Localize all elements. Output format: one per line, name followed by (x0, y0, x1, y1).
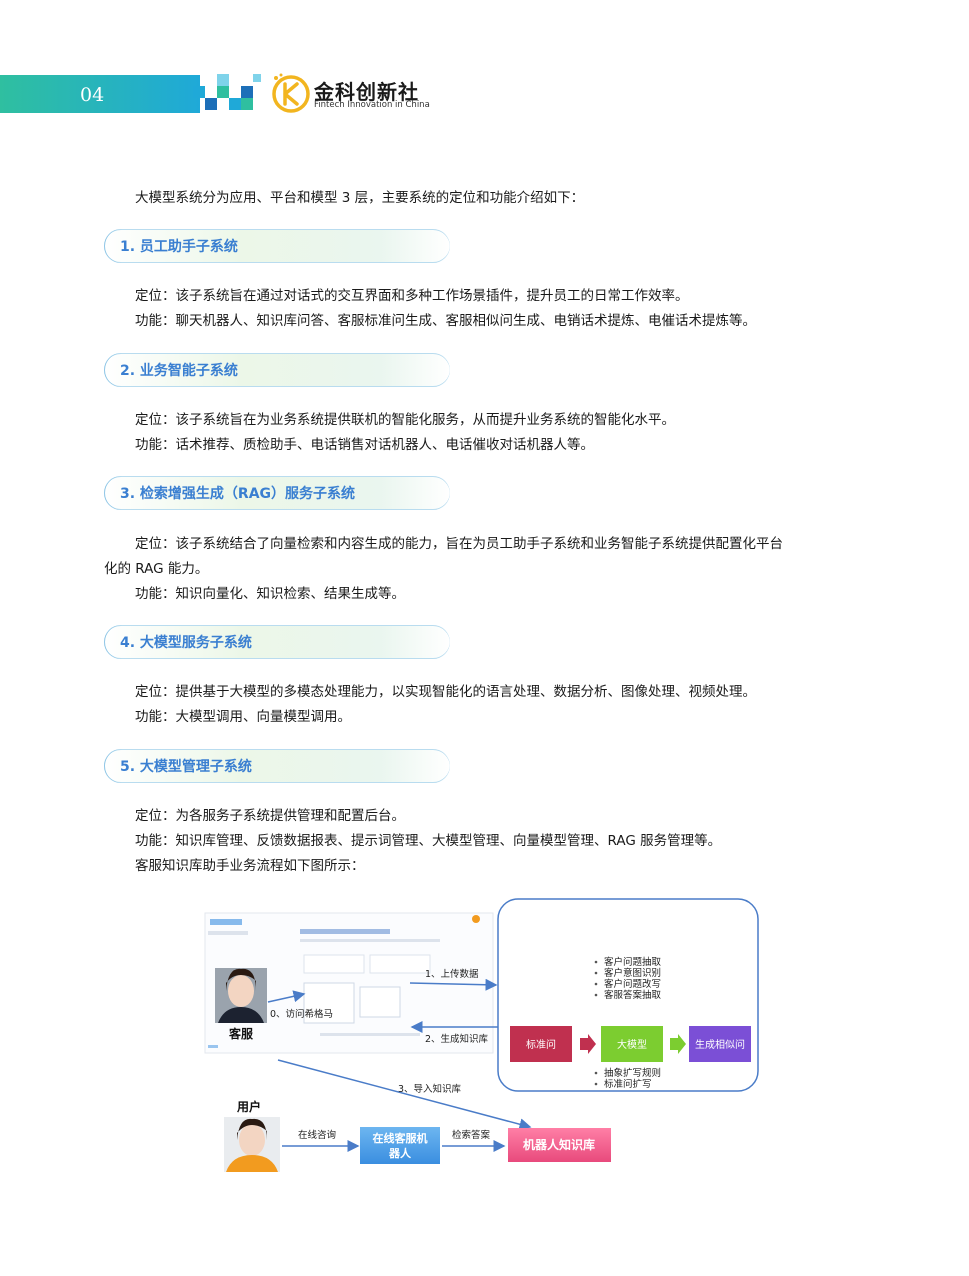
online-bot-label-2: 器人 (388, 1146, 412, 1160)
kb-assistant-flow-diagram: 客服 0、访问希格马 1、上传数据 2、生成知识库 客户问题抽取 客户意图识别 … (204, 898, 759, 1172)
user-avatar (224, 1117, 280, 1172)
bullet-top-3: 客户问题改写 (604, 978, 661, 990)
flow-arrow-1-icon (580, 1034, 596, 1054)
flow-similar-question-label: 生成相似问 (695, 1038, 745, 1051)
section-heading-2: 2. 业务智能子系统 (104, 353, 450, 387)
section-heading-1: 1. 员工助手子系统 (104, 229, 450, 263)
online-bot-label-1: 在线客服机 (373, 1131, 428, 1145)
online-bot-box (360, 1127, 440, 1164)
retrieve-label: 检索答案 (452, 1129, 491, 1141)
system-screenshot-mock (204, 912, 494, 1054)
section-heading-5: 5. 大模型管理子系统 (104, 749, 450, 783)
section-heading-3: 3. 检索增强生成（RAG）服务子系统 (104, 476, 450, 510)
step3-arrow (277, 1059, 532, 1131)
flow-standard-question-box (510, 1026, 572, 1062)
step3-label: 3、导入知识库 (398, 1083, 462, 1095)
header-bar (0, 75, 200, 113)
flow-standard-question-label: 标准问 (526, 1038, 556, 1051)
page-number: 04 (80, 84, 105, 106)
bullet-bottom-2: 标准问扩写 (604, 1078, 652, 1090)
step0-arrow (267, 990, 306, 1003)
section-2-line-2: 功能：话术推荐、质检助手、电话销售对话机器人、电话催收对话机器人等。 (135, 437, 594, 453)
step1-label: 1、上传数据 (425, 968, 479, 980)
kb-box (508, 1128, 611, 1162)
flow-similar-question-box (689, 1026, 751, 1062)
user-label: 用户 (236, 1099, 261, 1114)
section-3-line-2: 化的 RAG 能力。 (104, 561, 209, 577)
section-3-line-1: 定位：该子系统结合了向量检索和内容生成的能力，旨在为员工助手子系统和业务智能子系… (135, 536, 783, 552)
logo-text-cn: 金科创新社 (314, 80, 419, 104)
section-2-line-1: 定位：该子系统旨在为业务系统提供联机的智能化服务，从而提升业务系统的智能化水平。 (135, 412, 675, 428)
flow-llm-label: 大模型 (617, 1038, 647, 1051)
intro-paragraph: 大模型系统分为应用、平台和模型 3 层，主要系统的定位和功能介绍如下： (135, 190, 585, 206)
flow-arrow-2-icon (670, 1034, 686, 1054)
bullet-top-1: 客户问题抽取 (604, 956, 662, 968)
logo-text-en: Fintech Innovation in China (314, 100, 430, 110)
section-heading-4: 4. 大模型服务子系统 (104, 625, 450, 659)
bullet-top-4: 客服答案抽取 (604, 989, 662, 1001)
step1-arrow (409, 978, 498, 991)
section-5-line-1: 定位：为各服务子系统提供管理和配置后台。 (135, 808, 405, 824)
agent-avatar (215, 968, 267, 1023)
section-1-line-1: 定位：该子系统旨在通过对话式的交互界面和多种工作场景插件，提升员工的日常工作效率… (135, 288, 689, 304)
step2-label: 2、生成知识库 (425, 1033, 489, 1045)
consult-label: 在线咨询 (298, 1129, 336, 1141)
section-3-line-3: 功能：知识向量化、知识检索、结果生成等。 (135, 586, 405, 602)
section-4-line-1: 定位：提供基于大模型的多模态处理能力，以实现智能化的语言处理、数据分析、图像处理… (135, 684, 756, 700)
logo-mark-icon (272, 73, 310, 113)
section-1-line-2: 功能：聊天机器人、知识库问答、客服标准问生成、客服相似问生成、电销话术提炼、电催… (135, 313, 756, 329)
section-5-line-2: 功能：知识库管理、反馈数据报表、提示词管理、大模型管理、向量模型管理、RAG 服… (135, 833, 722, 849)
agent-label: 客服 (228, 1026, 254, 1041)
bullet-bottom-1: 抽象扩写规则 (604, 1067, 661, 1079)
flow-llm-box (601, 1026, 663, 1062)
kb-label: 机器人知识库 (523, 1137, 595, 1152)
section-5-line-3: 客服知识库助手业务流程如下图所示： (135, 858, 365, 874)
bullet-top-2: 客户意图识别 (604, 967, 661, 979)
step0-label: 0、访问希格马 (270, 1008, 333, 1020)
section-4-line-2: 功能：大模型调用、向量模型调用。 (135, 709, 351, 725)
